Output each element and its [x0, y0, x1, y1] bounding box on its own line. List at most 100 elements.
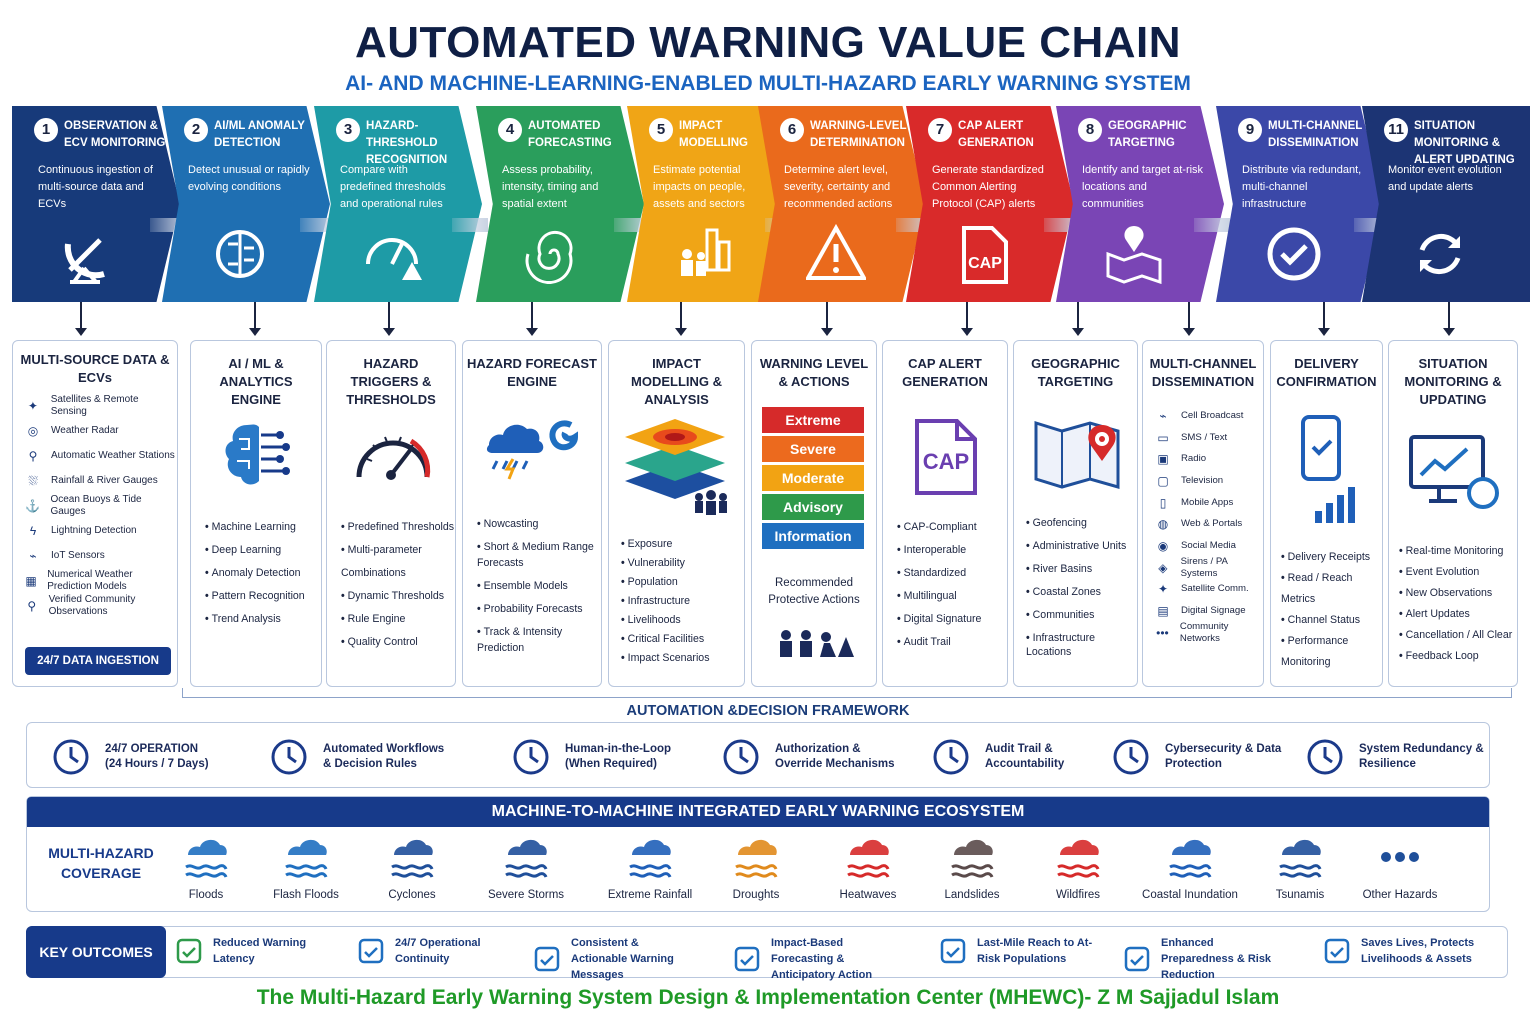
hazard-label: Extreme Rainfall	[607, 889, 693, 901]
framework-item: Audit Trail & Accountability	[931, 737, 1115, 777]
hazard-cyclones: Cyclones	[357, 835, 467, 901]
hazard-label: Heatwaves	[839, 889, 897, 901]
list-item: Administrative Units	[1026, 539, 1138, 553]
channel-item: ◈Sirens / PA Systems	[1155, 556, 1265, 579]
panel-title: HAZARD TRIGGERS & THRESHOLDS	[346, 356, 436, 407]
document-lock-icon	[723, 739, 759, 775]
source-label: Weather Radar	[51, 424, 119, 436]
clipboard-icon	[933, 739, 969, 775]
source-item: ⚲Verified Community Observations	[25, 593, 175, 618]
panel-multi-source-data: MULTI-SOURCE DATA & ECVs ✦Satellites & R…	[12, 340, 178, 687]
panel-geographic-targeting: GEOGRAPHIC TARGETING GeofencingAdministr…	[1013, 340, 1138, 687]
list-item: Coastal Zones	[1026, 585, 1138, 599]
phone-check-icon	[1301, 415, 1355, 523]
fire-icon	[1057, 839, 1100, 878]
coastal-icon	[1169, 839, 1212, 878]
channel-label: Web & Portals	[1181, 518, 1243, 530]
list-item: Interoperable	[897, 539, 1007, 562]
connector-arrow	[526, 302, 538, 336]
warning-triangle-icon	[806, 224, 866, 280]
channel-icon: ▢	[1157, 473, 1169, 488]
connector-arrow	[1443, 302, 1455, 336]
panel-title: IMPACT MODELLING & ANALYSIS	[631, 356, 722, 407]
list-item: Feedback Loop	[1399, 646, 1517, 667]
step-name: OBSERVATION & ECV MONITORING	[64, 120, 166, 149]
source-label: Automatic Weather Stations	[51, 449, 175, 461]
list-item: Audit Trail	[897, 631, 1007, 654]
automation-framework: 24/7 OPERATION (24 Hours / 7 Days)Automa…	[26, 722, 1490, 788]
gauge-icon	[356, 436, 431, 480]
panel-forecast-engine: HAZARD FORECAST ENGINE NowcastingShort &…	[462, 340, 602, 687]
step-number: 1	[34, 118, 58, 142]
channel-label: Radio	[1181, 453, 1207, 465]
hazard-floods: Floods	[151, 835, 261, 901]
check-circle-icon	[1267, 227, 1321, 281]
cap-file-label: CAP	[922, 449, 970, 474]
data-ingestion-badge: 24/7 DATA INGESTION	[25, 647, 171, 675]
connector-arrow	[821, 302, 833, 336]
delivery-list: Delivery ReceiptsRead / Reach MetricsCha…	[1281, 547, 1383, 673]
key-outcomes-label: KEY OUTCOMES	[26, 926, 166, 978]
panel-delivery-confirmation: DELIVERY CONFIRMATION Delivery ReceiptsR…	[1270, 340, 1383, 687]
satellite-dish-icon	[64, 238, 105, 284]
cap-list: CAP-CompliantInteroperableStandardizedMu…	[897, 516, 1007, 654]
monitor-list: Real-time MonitoringEvent EvolutionNew O…	[1399, 541, 1517, 667]
panel-title: GEOGRAPHIC TARGETING	[1031, 356, 1120, 389]
list-item: Quality Control	[341, 631, 455, 654]
brain-circuit-icon	[216, 230, 264, 278]
channel-item: ◉Social Media	[1155, 535, 1265, 557]
map-target-icon	[1034, 420, 1120, 489]
source-label: IoT Sensors	[51, 549, 105, 561]
channel-icon: •••	[1156, 625, 1169, 640]
outcome-label: Last-Mile Reach to At-Risk Populations	[977, 937, 1093, 965]
hazard-extreme-rainfall: Extreme Rainfall	[595, 835, 705, 901]
step-number: 4	[498, 118, 522, 142]
step-number: 6	[780, 118, 804, 142]
list-item: Critical Facilities	[621, 630, 745, 649]
hazard-tsunamis: Tsunamis	[1245, 835, 1355, 901]
step-number: 2	[184, 118, 208, 142]
source-item: ⛆Rainfall & River Gauges	[25, 468, 175, 493]
step-name: MULTI-CHANNEL DISSEMINATION	[1268, 120, 1363, 149]
refresh-icon	[1419, 233, 1461, 275]
list-item: Track & Intensity Prediction	[477, 624, 601, 656]
step-name: AI/ML ANOMALY DETECTION	[214, 120, 305, 149]
list-item: Infrastructure Locations	[1026, 631, 1138, 659]
outcome-label: Consistent & Actionable Warning Messages	[571, 937, 674, 981]
hazard-label: Tsunamis	[1275, 889, 1325, 901]
step-description: Detect unusual or rapidly evolving condi…	[188, 164, 310, 193]
flow-arrow	[1194, 218, 1230, 232]
hazard-flash-floods: Flash Floods	[251, 835, 361, 901]
list-item: Vulnerability	[621, 554, 745, 573]
framework-item: Authorization & Override Mechanisms	[721, 737, 905, 777]
analytics-list: Machine LearningDeep LearningAnomaly Det…	[205, 516, 319, 631]
gauge-warning-icon	[366, 238, 422, 280]
cyclone-icon	[391, 839, 434, 878]
source-icon: ϟ	[29, 523, 37, 538]
source-list: ✦Satellites & Remote Sensing◎Weather Rad…	[25, 393, 175, 618]
connector-arrow	[1318, 302, 1330, 336]
source-label: Rainfall & River Gauges	[51, 474, 158, 486]
outcome-label: Saves Lives, Protects Livelihoods & Asse…	[1361, 937, 1475, 965]
framework-label: Authorization & Override Mechanisms	[775, 743, 895, 770]
list-item: Rule Engine	[341, 608, 455, 631]
list-item: Event Evolution	[1399, 562, 1517, 583]
panel-title: WARNING LEVEL & ACTIONS	[759, 356, 869, 389]
list-item: Multilingual	[897, 585, 1007, 608]
channel-label: Satellite Comm.	[1181, 583, 1249, 595]
more-icon	[1381, 852, 1419, 862]
outcome-label: Impact-Based Forecasting & Anticipatory …	[771, 937, 873, 981]
step-number: 11	[1384, 118, 1408, 142]
framework-bracket	[182, 688, 1512, 698]
channel-label: Mobile Apps	[1181, 496, 1234, 508]
hazard-landslides: Landslides	[917, 835, 1027, 901]
step-description: Monitor event evolution and update alert…	[1388, 164, 1502, 193]
list-item: Channel Status	[1281, 610, 1383, 631]
impact-list: ExposureVulnerabilityPopulationInfrastru…	[621, 535, 745, 668]
panel-cap-alert: CAP ALERT GENERATION CAP CAP-CompliantIn…	[882, 340, 1008, 687]
list-item: Exposure	[621, 535, 745, 554]
framework-item: Cybersecurity & Data Protection	[1111, 737, 1295, 777]
